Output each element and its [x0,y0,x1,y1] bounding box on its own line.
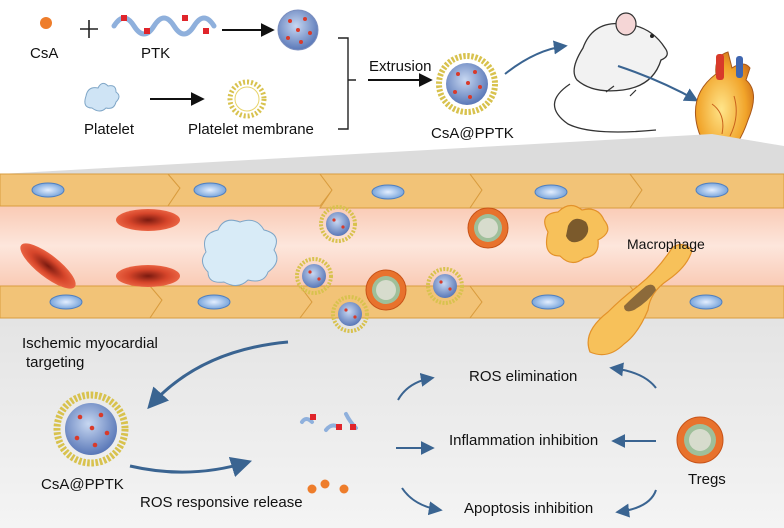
label-macrophage: Macrophage [627,236,705,252]
label-csa: CsA [30,45,59,62]
treg-cell-mechanism [676,416,724,464]
released-ptk-fragments [300,412,358,432]
released-csa-dots [307,479,349,494]
label-inflammation-inhibition: Inflammation inhibition [449,432,599,449]
heart-illustration [694,51,754,157]
endothelial-nuclei [31,182,729,310]
platelet-shape [84,82,120,112]
macrophage-cell [544,204,609,264]
label-ros-release: ROS responsive release [140,494,303,511]
plus-sign [80,20,98,38]
activated-platelet [202,219,278,286]
label-extrusion: Extrusion [369,58,432,75]
label-ros-elimination: ROS elimination [469,368,578,385]
label-platelet-membrane: Platelet membrane [188,121,314,138]
arrow-to-ros [397,372,435,401]
label-csa-pptk-top: CsA@PPTK [431,125,514,142]
label-ptk: PTK [141,45,171,62]
arrow-targeting [147,340,289,410]
label-targeting-line2: targeting [26,354,85,371]
label-targeting-line1: Ischemic myocardial [22,335,158,352]
zoom-wedge [0,134,784,174]
arrow-to-apoptosis [401,487,443,516]
arrow-release [129,456,253,478]
arrow-tregs-to-ros [609,362,657,389]
csa-pptk-nanoparticle [436,53,498,115]
treg-cells-vessel [365,207,509,311]
platelet-membrane-ring [227,79,267,119]
merge-bracket [338,37,356,130]
mechanism-nanoparticle [53,391,129,467]
label-tregs: Tregs [688,471,726,488]
mouse-illustration [553,12,668,133]
nanoparticle-core [277,9,319,51]
ptk-polymer-chain [111,15,217,37]
red-blood-cells [20,209,180,289]
arrow-mouse-to-heart [617,65,699,102]
vessel-nanoparticles [295,205,464,333]
arrow-tregs-to-apoptosis [615,489,657,518]
elongated-macrophage [587,243,693,356]
csa-drug-dot [40,17,52,29]
arrow-to-mouse [504,40,568,75]
label-platelet: Platelet [84,121,135,138]
label-apoptosis-inhibition: Apoptosis inhibition [464,500,594,517]
label-csa-pptk-mechanism: CsA@PPTK [41,476,124,493]
